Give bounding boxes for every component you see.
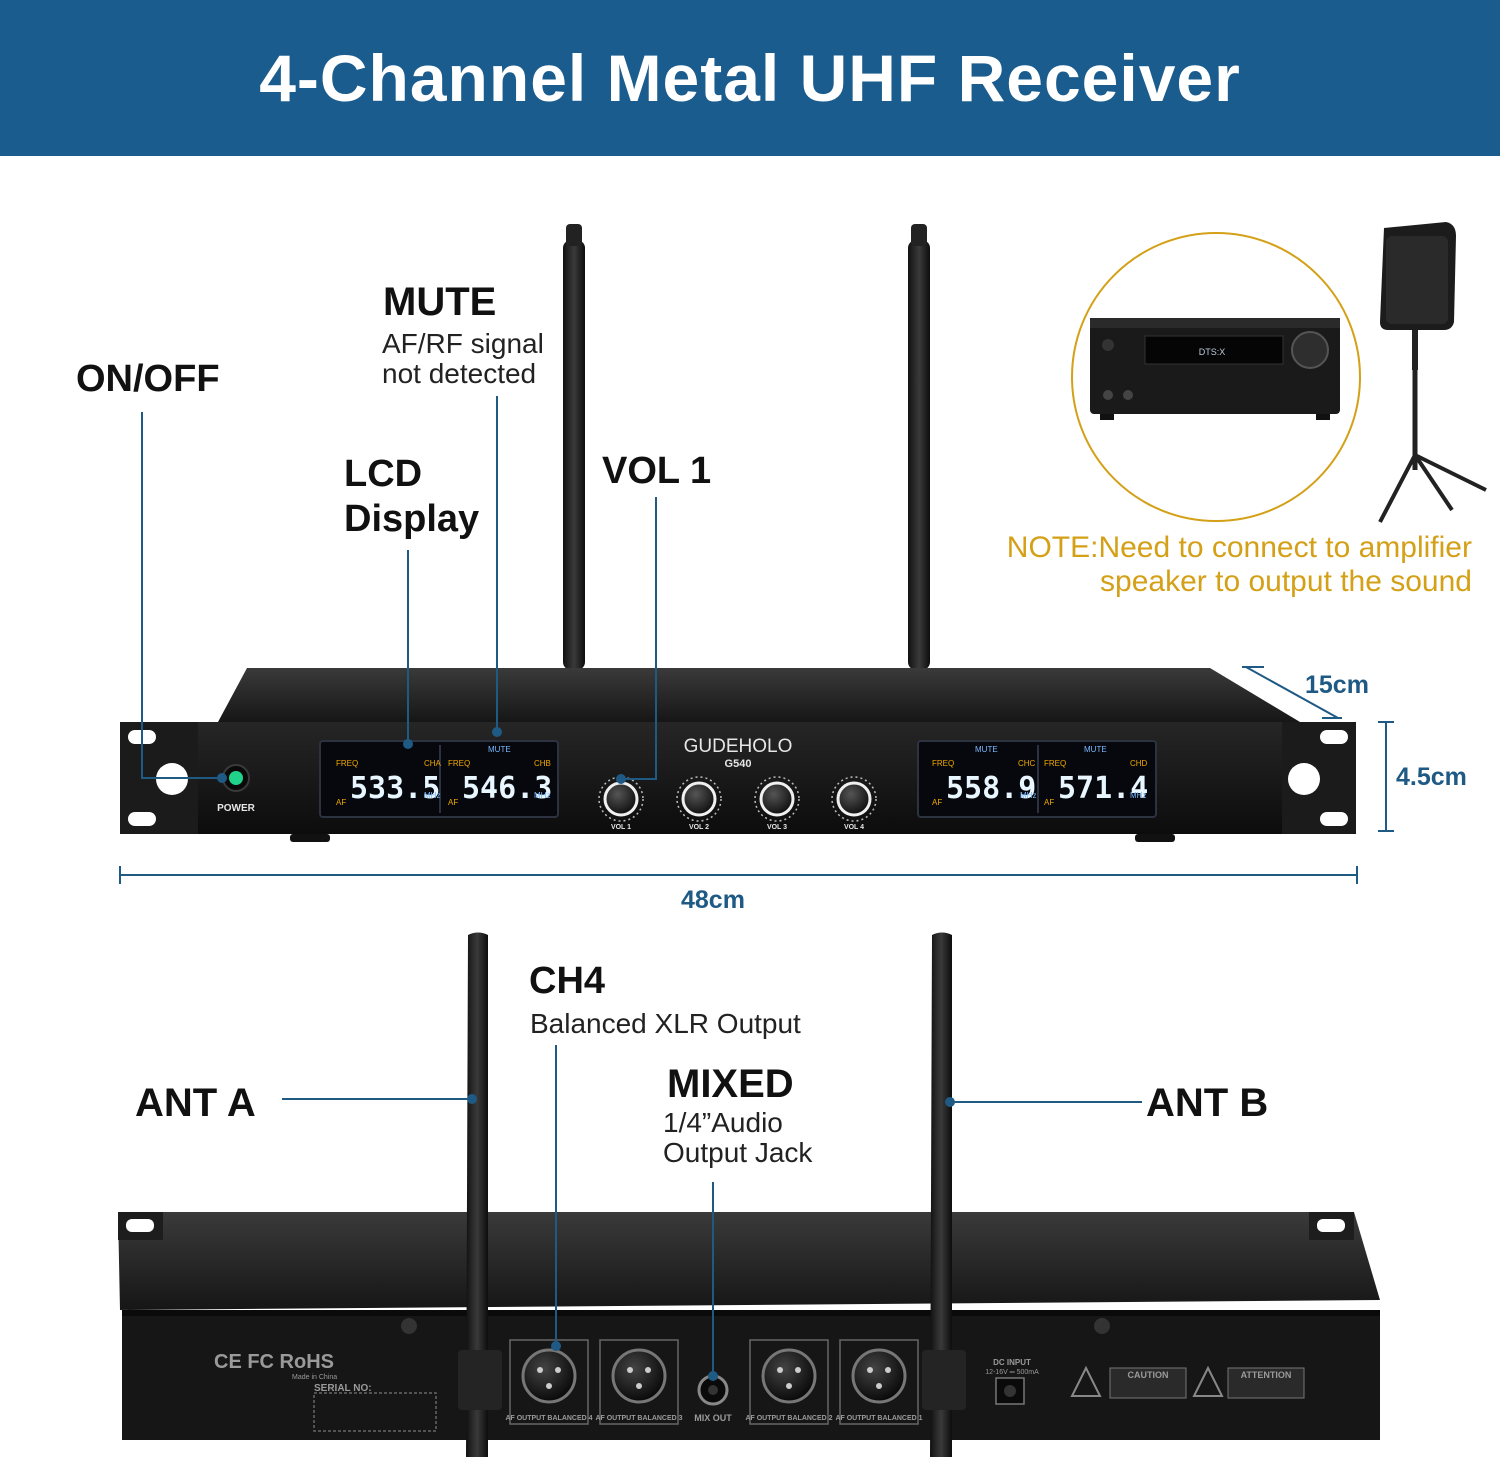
receiver-top-surface	[218, 668, 1300, 722]
lcd-channel-3: CHC	[1018, 759, 1036, 768]
lcd-freq-4: 571.4	[1058, 771, 1148, 806]
dimension-lines	[119, 666, 1394, 884]
model-label: G540	[725, 758, 752, 770]
lcd-af-tag-3: AF	[932, 798, 942, 807]
receiver-back-top-surface	[118, 1212, 1380, 1310]
mute-heading: MUTE	[383, 280, 497, 324]
on-off-heading: ON/OFF	[76, 358, 220, 400]
certification-marks: CE FC RoHS	[214, 1351, 334, 1373]
vol1-heading: VOL 1	[602, 450, 712, 492]
amplifier-display-text: DTS:X	[1199, 347, 1226, 357]
ch4-heading: CH4	[529, 960, 606, 1002]
lcd-mhz-3: MHz	[1020, 791, 1036, 800]
title-banner: 4-Channel Metal UHF Receiver	[0, 0, 1500, 156]
lcd-freq-tag-4: FREQ	[1044, 759, 1066, 768]
output-label-mix: MIX OUT	[694, 1413, 732, 1423]
front-callout-lines	[141, 396, 657, 784]
output-label-1: AF OUTPUT BALANCED 1	[835, 1415, 922, 1422]
xlr-output-2[interactable]	[749, 1339, 829, 1425]
knob-label-2: VOL 2	[689, 824, 709, 831]
knob-label-4: VOL 4	[844, 824, 864, 831]
xlr-output-3[interactable]	[599, 1339, 679, 1425]
lcd-mhz-1: MHz	[424, 791, 440, 800]
attention-label: ATTENTION	[1241, 1370, 1292, 1380]
depth-dimension: 15cm	[1305, 671, 1369, 699]
lcd-mute-2: MUTE	[488, 745, 511, 754]
caution-label: CAUTION	[1128, 1370, 1169, 1380]
volume-knob-4[interactable]	[831, 776, 877, 822]
lcd-freq-2: 546.3	[462, 771, 552, 806]
front-antenna-left	[563, 224, 585, 670]
lcd-freq-tag-3: FREQ	[932, 759, 954, 768]
output-label-2: AF OUTPUT BALANCED 2	[745, 1415, 832, 1422]
warning-triangle-icon-2	[1192, 1365, 1224, 1397]
mute-desc-line1: AF/RF signal	[382, 328, 544, 359]
knob-label-3: VOL 3	[767, 824, 787, 831]
lcd-freq-tag-1: FREQ	[336, 759, 358, 768]
back-antenna-b	[922, 932, 966, 1457]
back-callout-lines	[282, 1045, 1142, 1381]
output-label-4: AF OUTPUT BALANCED 4	[505, 1415, 592, 1422]
mute-desc-line2: not detected	[382, 358, 537, 389]
lcd-channel-2: CHB	[534, 759, 551, 768]
knob-label-1: VOL 1	[611, 824, 631, 831]
volume-knob-3[interactable]	[754, 776, 800, 822]
note-line2: speaker to output the sound	[1100, 565, 1472, 598]
speaker-image	[1378, 222, 1487, 523]
lcd-display-right: MUTE FREQ CHC 558.9 AF MHz MUTE FREQ CHD…	[917, 740, 1157, 818]
back-antenna-a	[458, 932, 502, 1457]
ch4-desc: Balanced XLR Output	[530, 1008, 801, 1039]
lcd-mute-4: MUTE	[1084, 745, 1107, 754]
output-label-3: AF OUTPUT BALANCED 3	[595, 1415, 682, 1422]
mixed-desc-line2: Output Jack	[663, 1137, 813, 1168]
width-dimension: 48cm	[681, 886, 745, 914]
amplifier-image: DTS:X	[1090, 318, 1340, 420]
lcd-af-tag-1: AF	[336, 798, 346, 807]
lcd-display-left: FREQ CHA 533.5 AF MHz MUTE FREQ CHB 546.…	[319, 740, 559, 818]
lcd-af-tag-4: AF	[1044, 798, 1054, 807]
dc-input-label: DC INPUT	[993, 1358, 1031, 1367]
power-label: POWER	[217, 803, 256, 814]
rack-ear-right	[1282, 722, 1356, 834]
brand-logo: GUDEHOLO	[684, 736, 793, 757]
lcd-heading-line2: Display	[344, 498, 480, 540]
lcd-freq-tag-2: FREQ	[448, 759, 470, 768]
mixed-heading: MIXED	[667, 1062, 794, 1106]
mixed-desc-line1: 1/4”Audio	[663, 1107, 783, 1138]
xlr-output-4[interactable]	[509, 1339, 589, 1425]
front-antenna-right	[908, 224, 930, 670]
lcd-mhz-4: MHz	[1130, 791, 1146, 800]
lcd-mute-3: MUTE	[975, 745, 998, 754]
made-in-label: Made in China	[292, 1374, 337, 1381]
warning-triangle-icon	[1070, 1365, 1102, 1397]
lcd-channel-1: CHA	[424, 759, 442, 768]
ant-a-heading: ANT A	[135, 1081, 256, 1125]
volume-knob-2[interactable]	[676, 776, 722, 822]
lcd-heading-line1: LCD	[344, 453, 423, 495]
serial-box	[313, 1392, 437, 1432]
lcd-af-tag-2: AF	[448, 798, 458, 807]
page-title: 4-Channel Metal UHF Receiver	[259, 41, 1241, 115]
dc-input-spec: 12-16V ═ 500mA	[985, 1369, 1039, 1376]
lcd-freq-1: 533.5	[350, 771, 440, 806]
ant-b-heading: ANT B	[1146, 1081, 1269, 1125]
lcd-channel-4: CHD	[1130, 759, 1148, 768]
xlr-output-1[interactable]	[839, 1339, 919, 1425]
note-line1: NOTE:Need to connect to amplifier	[1006, 531, 1472, 564]
serial-label: SERIAL NO:	[314, 1383, 372, 1394]
dc-input-jack[interactable]	[995, 1377, 1025, 1405]
lcd-mhz-2: MHz	[534, 791, 550, 800]
height-dimension: 4.5cm	[1396, 763, 1467, 791]
lcd-freq-3: 558.9	[946, 771, 1036, 806]
